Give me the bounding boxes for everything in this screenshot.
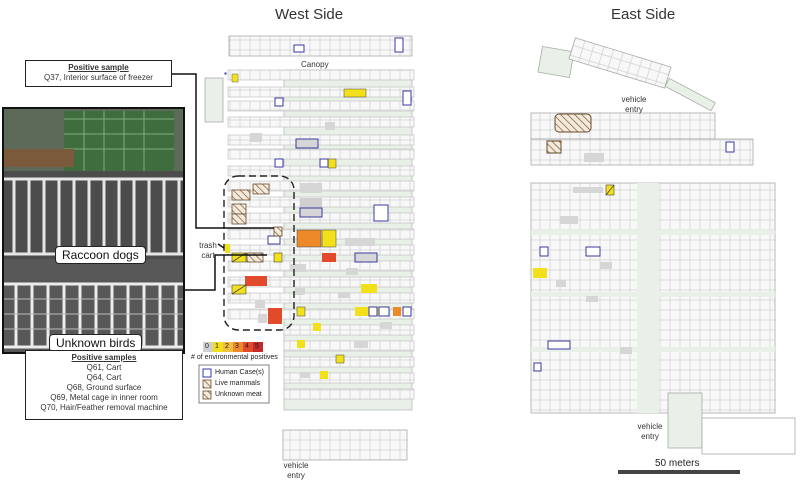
positive-sample-callout: Positive sample Q37, Interior surface of… [25, 60, 172, 87]
legend-value-2: 2 [225, 343, 229, 350]
raccoon-dogs-label: Raccoon dogs [55, 246, 146, 264]
positive-samples-callout: Positive samples Q61, Cart Q64, Cart Q68… [25, 350, 183, 420]
legend-scale-caption: # of environmental positives [191, 354, 278, 361]
unknown-birds-label: Unknown birds [49, 334, 143, 352]
legend-value-3: 3 [235, 343, 239, 350]
sample-item: Q69, Metal cage in inner room [50, 393, 158, 402]
canopy-label: Canopy [301, 60, 329, 69]
west-vehicle-entry-label: vehicle entry [283, 461, 309, 480]
sample-item: Q70, Hair/Feather removal machine [40, 403, 168, 412]
scale-bar-label: 50 meters [655, 458, 700, 469]
wildlife-zone [223, 175, 295, 331]
east-bottom-vehicle-entry-label: vehicle entry [637, 422, 663, 441]
west-entry-building [282, 429, 408, 461]
east-side-title: East Side [611, 6, 676, 23]
east-upper-building [530, 112, 754, 166]
west-canopy-building [228, 35, 413, 57]
west-human-case-markers [224, 37, 412, 317]
legend-value-4: 4 [245, 343, 249, 350]
callout-text: Q37, Interior surface of freezer [44, 73, 153, 82]
legend-value-5: 5 [255, 343, 259, 350]
trash-cart-label: trash cart [199, 241, 217, 260]
callout-heading: Positive sample [68, 63, 129, 72]
sample-item: Q61, Cart [86, 363, 122, 372]
callout-bottom-heading: Positive samples [71, 353, 137, 362]
legend-unknown-meat-label: Unknown meat [215, 391, 262, 398]
legend-value-0: 0 [205, 343, 209, 350]
legend-scale [203, 342, 263, 352]
legend-box [198, 364, 270, 404]
east-canopy-building [537, 37, 716, 112]
west-positive-stalls [225, 73, 401, 379]
callout-connectors [170, 73, 274, 291]
market-photo: Raccoon dogs Unknown birds [2, 107, 185, 354]
east-main-building [530, 182, 796, 455]
sample-item: Q64, Cart [86, 373, 122, 382]
east-vehicle-entry-label: vehicle entry [621, 95, 647, 114]
cages-illustration [4, 109, 183, 352]
sample-item: Q68, Ground surface [66, 383, 142, 392]
legend-live-mammals-label: Live mammals [215, 380, 261, 387]
west-side-title: West Side [275, 6, 344, 23]
legend-value-1: 1 [215, 343, 219, 350]
legend-human-case-label: Human Case(s) [215, 369, 265, 376]
